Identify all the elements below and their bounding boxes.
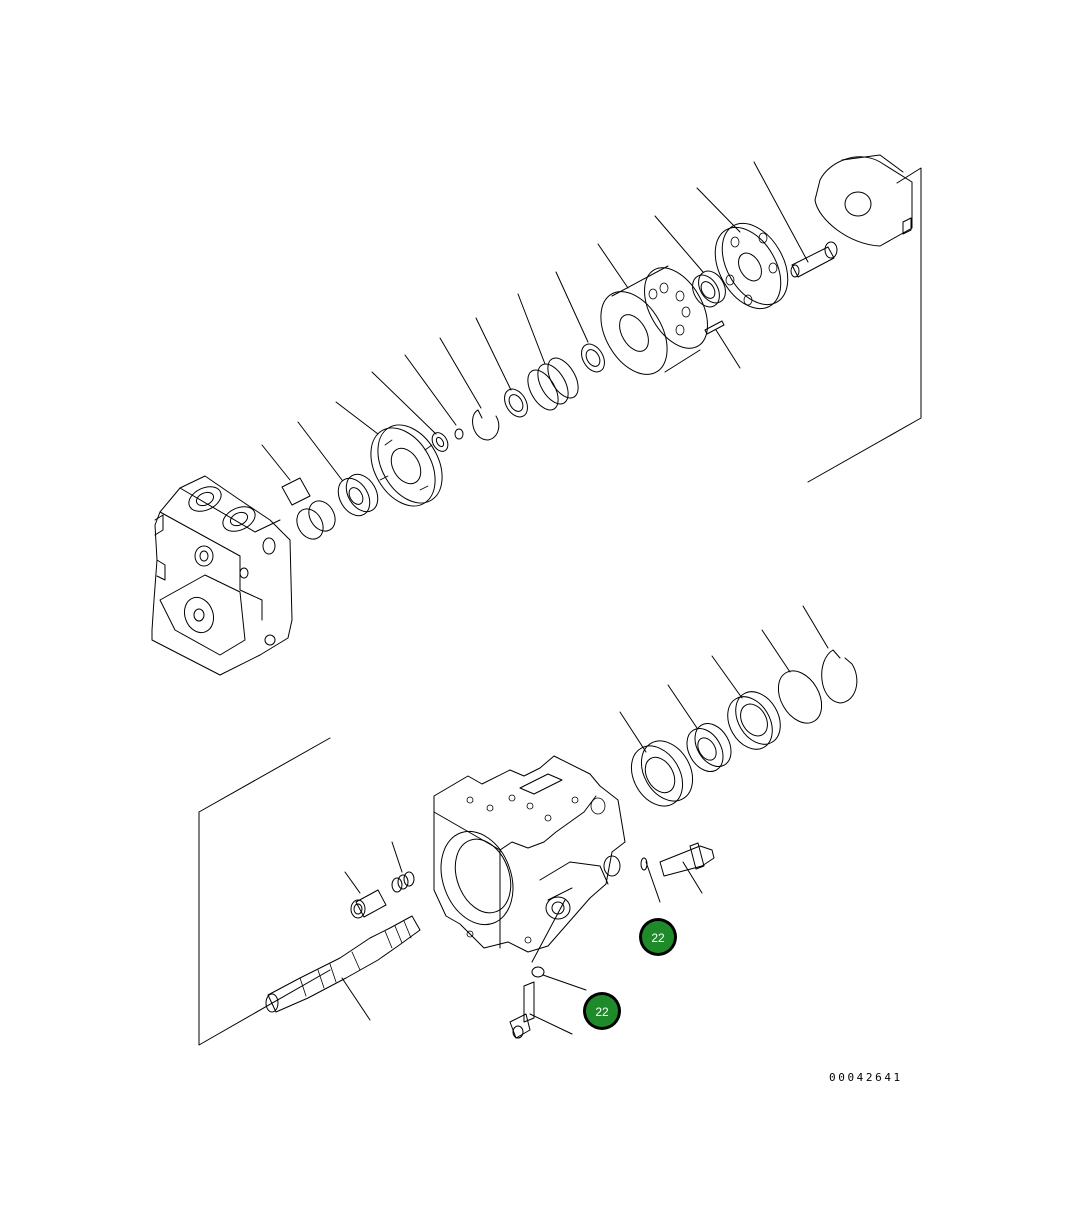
callout-22-lower[interactable]: 22 bbox=[583, 992, 621, 1030]
lower-small-parts bbox=[265, 842, 715, 1039]
lower-parts bbox=[630, 649, 858, 807]
lower-leader-lines bbox=[341, 605, 829, 1035]
upper-leader-lines bbox=[261, 161, 809, 481]
lower-housing bbox=[433, 755, 626, 953]
frame-lines bbox=[198, 167, 922, 1046]
upper-housing bbox=[151, 475, 293, 676]
drawing-code: 00042641 bbox=[829, 1071, 903, 1084]
callout-22-lower-fill[interactable] bbox=[586, 995, 618, 1027]
callout-22-upper-label: 22 bbox=[651, 931, 665, 945]
upper-parts bbox=[281, 154, 913, 540]
callout-22-upper[interactable]: 22 bbox=[639, 918, 677, 956]
callout-22-lower-label: 22 bbox=[595, 1005, 609, 1019]
callout-22-upper-fill[interactable] bbox=[642, 921, 674, 953]
